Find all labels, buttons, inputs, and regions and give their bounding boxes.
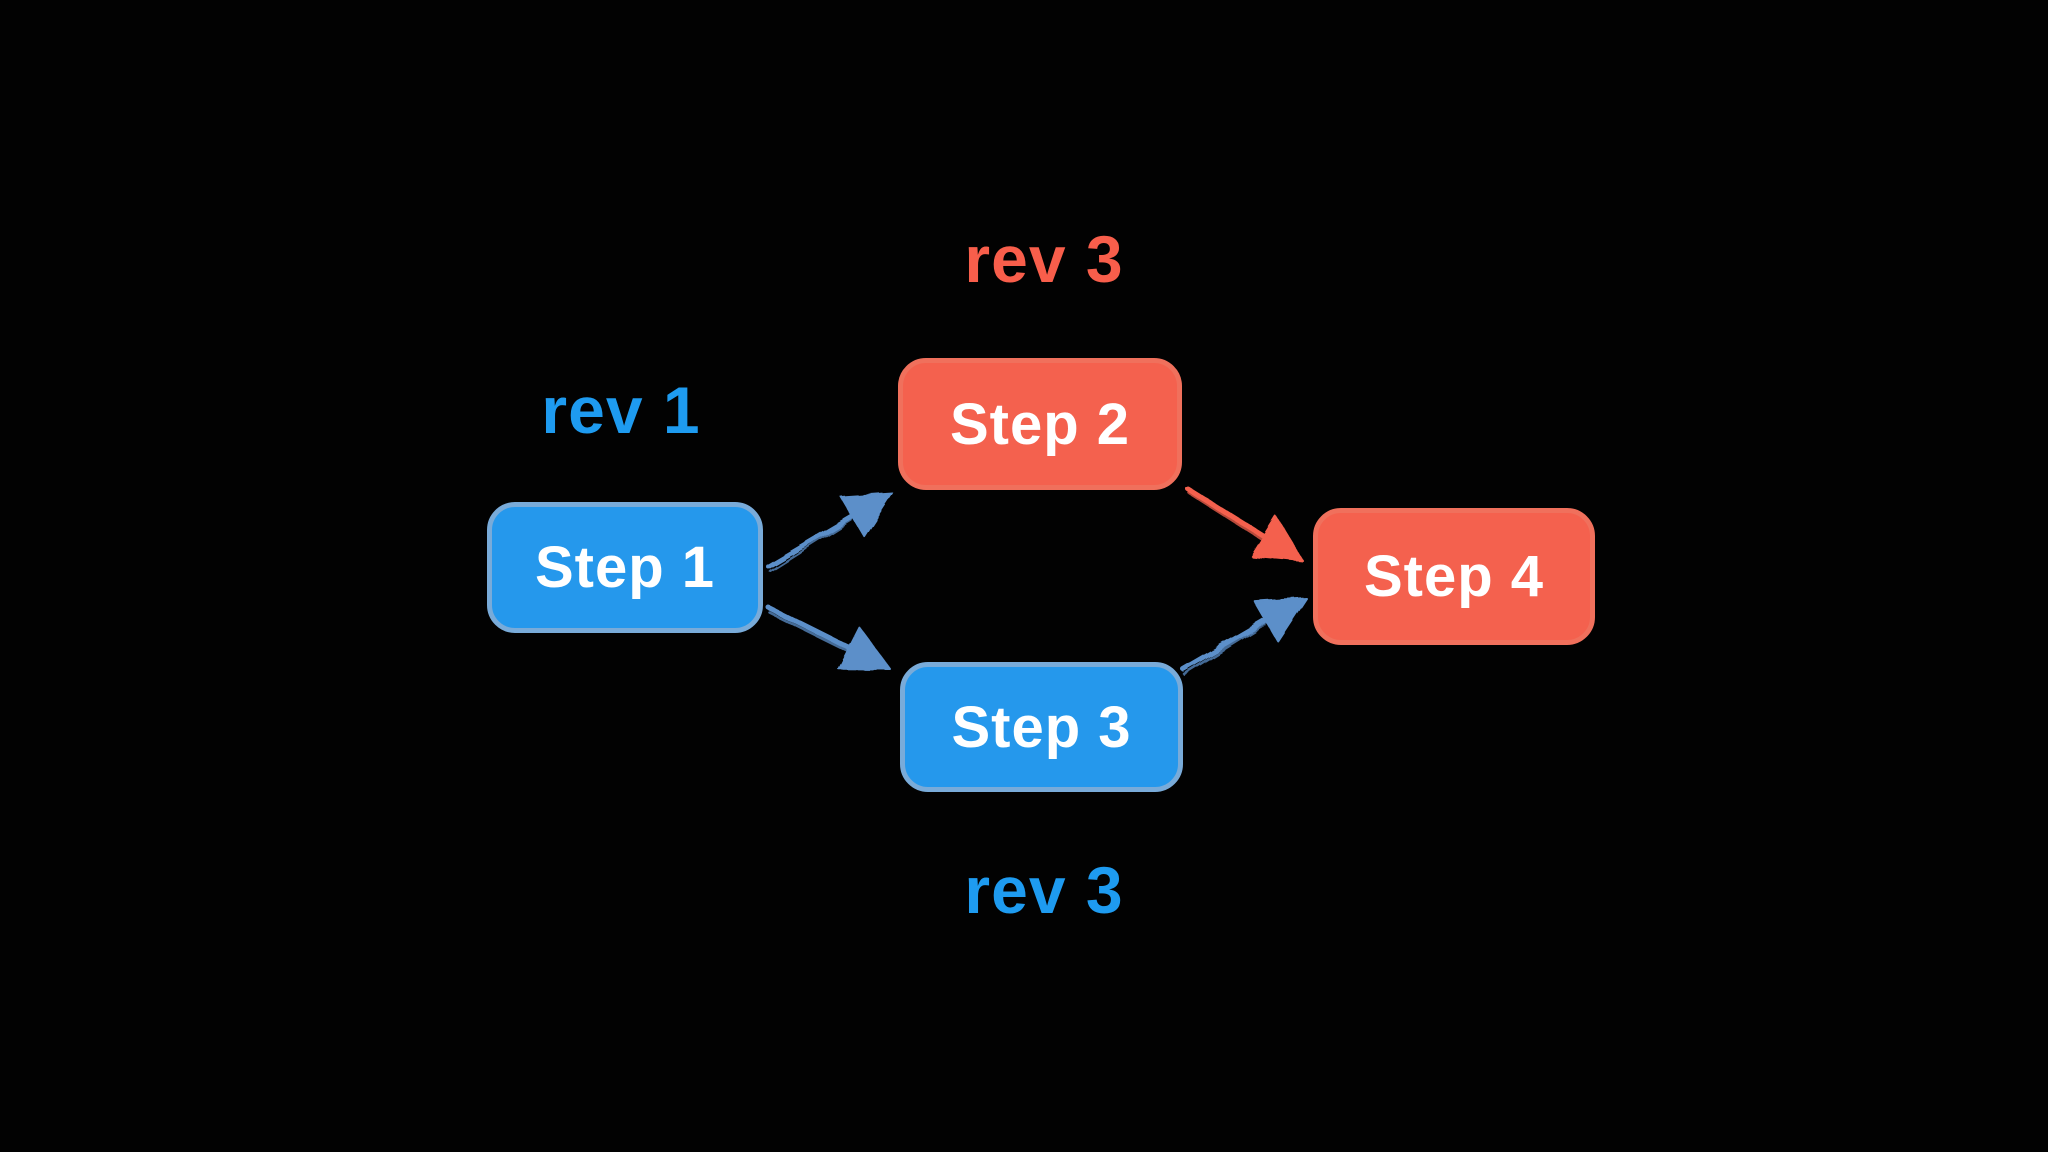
arrow-step3-to-step4	[1180, 597, 1307, 676]
node-step2: Step 2	[898, 358, 1182, 490]
node-step4-label: Step 4	[1363, 544, 1545, 609]
node-step3-label: Step 3	[951, 694, 1132, 760]
node-step1: Step 1	[487, 502, 763, 633]
annotation-rev3-bottom-text: rev 3	[964, 853, 1124, 927]
arrow-step1-to-step2	[765, 492, 893, 573]
annotation-rev1-text: rev 1	[541, 373, 701, 447]
arrow-step2-to-step4	[1185, 486, 1304, 562]
node-step3: Step 3	[900, 662, 1183, 792]
node-step4: Step 4	[1313, 508, 1595, 645]
arrow-step1-to-step3	[765, 604, 891, 670]
annotation-rev3-top: rev 3	[869, 226, 1219, 292]
annotation-rev3-top-text: rev 3	[964, 222, 1124, 296]
node-step2-label: Step 2	[949, 391, 1131, 457]
annotation-rev1: rev 1	[446, 377, 796, 443]
node-step1-label: Step 1	[534, 535, 716, 600]
annotation-rev3-bottom: rev 3	[869, 857, 1219, 923]
